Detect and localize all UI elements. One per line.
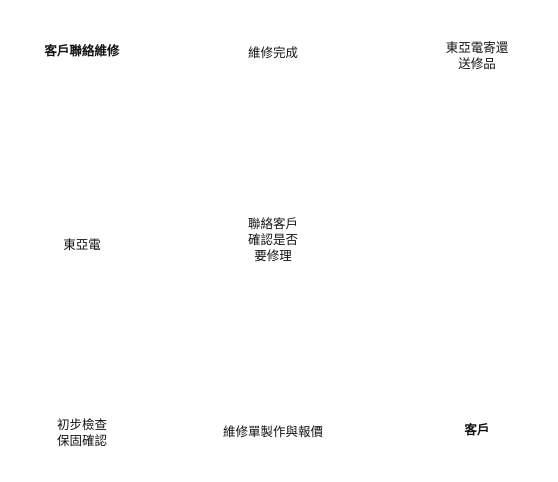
node-label-line-3: 要修理 bbox=[254, 248, 292, 263]
node-label: 客戶 bbox=[464, 422, 490, 437]
node-label-line-2: 確認是否 bbox=[247, 232, 299, 247]
node-repair-order-quote: 維修單製作與報價 bbox=[223, 424, 323, 440]
node-tea-send-back: 東亞電寄還 送修品 bbox=[446, 40, 509, 72]
node-label-line-1: 東亞電寄還 bbox=[445, 40, 509, 55]
node-initial-check: 初步檢查 保固確認 bbox=[57, 417, 107, 449]
node-label-line-2: 送修品 bbox=[458, 56, 496, 71]
node-label-line-1: 聯絡客戶 bbox=[247, 216, 299, 231]
node-label: 東亞電 bbox=[63, 237, 101, 252]
node-repair-complete: 維修完成 bbox=[248, 45, 298, 61]
node-label: 維修完成 bbox=[247, 45, 299, 60]
node-label-line-2: 保固確認 bbox=[56, 433, 108, 448]
node-tea: 東亞電 bbox=[63, 237, 101, 253]
node-label: 客戶聯絡維修 bbox=[44, 43, 120, 58]
node-label: 維修單製作與報價 bbox=[222, 424, 324, 439]
node-customer-contact-repair: 客戶聯絡維修 bbox=[44, 43, 119, 59]
node-customer: 客戶 bbox=[464, 422, 489, 438]
node-label-line-1: 初步檢查 bbox=[56, 417, 108, 432]
node-contact-confirm: 聯絡客戶 確認是否 要修理 bbox=[248, 216, 298, 264]
